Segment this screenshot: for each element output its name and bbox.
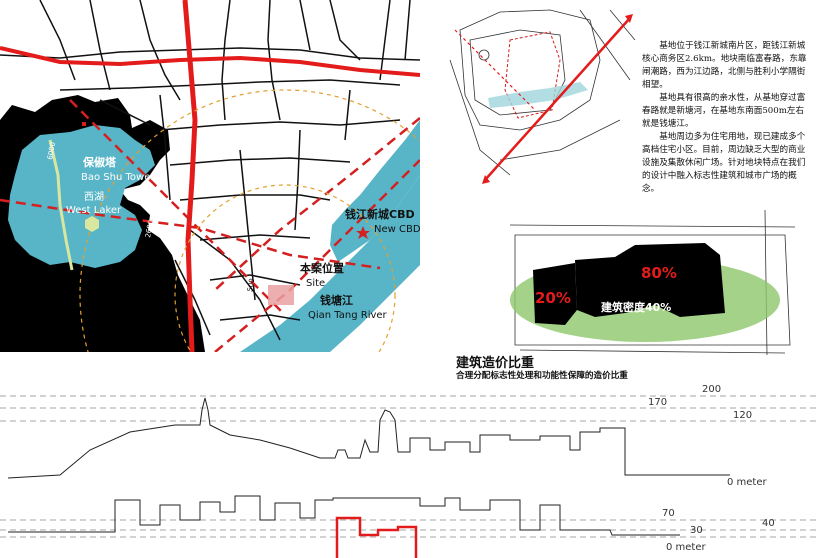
level-label-120: 120 <box>733 410 752 421</box>
label-west-lake-en: West Laker <box>66 205 122 216</box>
canal <box>488 82 588 108</box>
building-footprint-right <box>575 243 725 317</box>
level-label-30: 30 <box>690 525 703 536</box>
main-road-horizontal <box>0 46 420 77</box>
compass-icon <box>478 49 490 61</box>
causeway <box>48 139 74 271</box>
description-p1: 基地位于钱江新城南片区，距钱江新城核心商务区2.6km。地块南临富春路，东靠闸潮… <box>642 41 807 90</box>
cbd-star-icon <box>356 226 370 239</box>
west-lake <box>8 125 155 268</box>
upper-skyline <box>7 397 730 479</box>
bao-shu-dot <box>82 122 86 126</box>
site-description: 基地位于钱江新城南片区，距钱江新城核心商务区2.6km。地块南临富春路，东靠闸潮… <box>642 40 810 196</box>
density-label: 建筑密度40% <box>601 300 671 314</box>
hex-marker-icon <box>85 216 99 232</box>
building-footprint-left <box>533 263 577 325</box>
radius-ring-outer <box>79 89 420 352</box>
level-label-170: 170 <box>648 397 667 408</box>
label-bao-shu-cn: 保俶塔 <box>82 155 117 169</box>
label-river-en: Qian Tang River <box>308 310 388 321</box>
section-title: 建筑造价比重 <box>456 356 535 371</box>
level-label-0-upper: 0 meter <box>727 477 768 488</box>
highlight-building <box>335 516 418 558</box>
level-label-0-lower: 0 meter <box>666 542 707 553</box>
radius-ring-inner <box>174 184 396 352</box>
section-subtitle: 合理分配标志性处理和功能性保障的造价比重 <box>456 371 628 381</box>
label-site-cn: 本案位置 <box>300 261 344 275</box>
axis-lines <box>0 99 420 352</box>
skyline-section: 200 170 120 0 meter 70 40 30 0 meter <box>0 384 818 558</box>
site-plan <box>449 9 636 184</box>
arrow-head-2 <box>482 175 490 184</box>
label-scale-500: 500 <box>246 278 256 293</box>
description-p3: 基地周边多为住宅用地，现已建成多个高档住宅小区。目前，周边缺乏大型的商业设施及集… <box>642 132 806 194</box>
density-plan: 20% 80% 建筑密度40% <box>509 209 796 356</box>
density-pct-left: 20% <box>535 289 571 307</box>
level-label-70: 70 <box>662 508 675 519</box>
location-map: 保俶塔 Bao Shu Tower 西湖 West Laker 钱江新城CBD … <box>0 0 420 352</box>
level-label-40: 40 <box>762 518 775 529</box>
label-west-lake-cn: 西湖 <box>84 191 104 203</box>
qiantang-river <box>240 150 420 352</box>
arrow-axis-1 <box>484 17 631 181</box>
label-site-en: Site <box>306 278 325 289</box>
label-scale-2600: 2600 <box>144 219 155 238</box>
arrow-head-1 <box>625 14 633 23</box>
label-cbd-cn: 钱江新城CBD <box>345 207 415 221</box>
label-bao-shu-en: Bao Shu Tower <box>81 172 155 183</box>
label-cbd-en: New CBD <box>374 224 420 235</box>
label-river-cn: 钱塘江 <box>320 293 353 307</box>
arrow-axis-2 <box>454 29 536 111</box>
site-boundary <box>504 31 561 119</box>
site-marker <box>268 285 294 305</box>
level-label-200: 200 <box>702 384 721 395</box>
density-pct-right: 80% <box>641 264 677 282</box>
label-scale-6000: 6000 <box>46 141 57 160</box>
lower-skyline <box>8 495 680 536</box>
description-p2: 基地具有很高的亲水性，从基地穿过富春路就是新塘河，在基地东南面500m左右就是钱… <box>642 93 806 129</box>
